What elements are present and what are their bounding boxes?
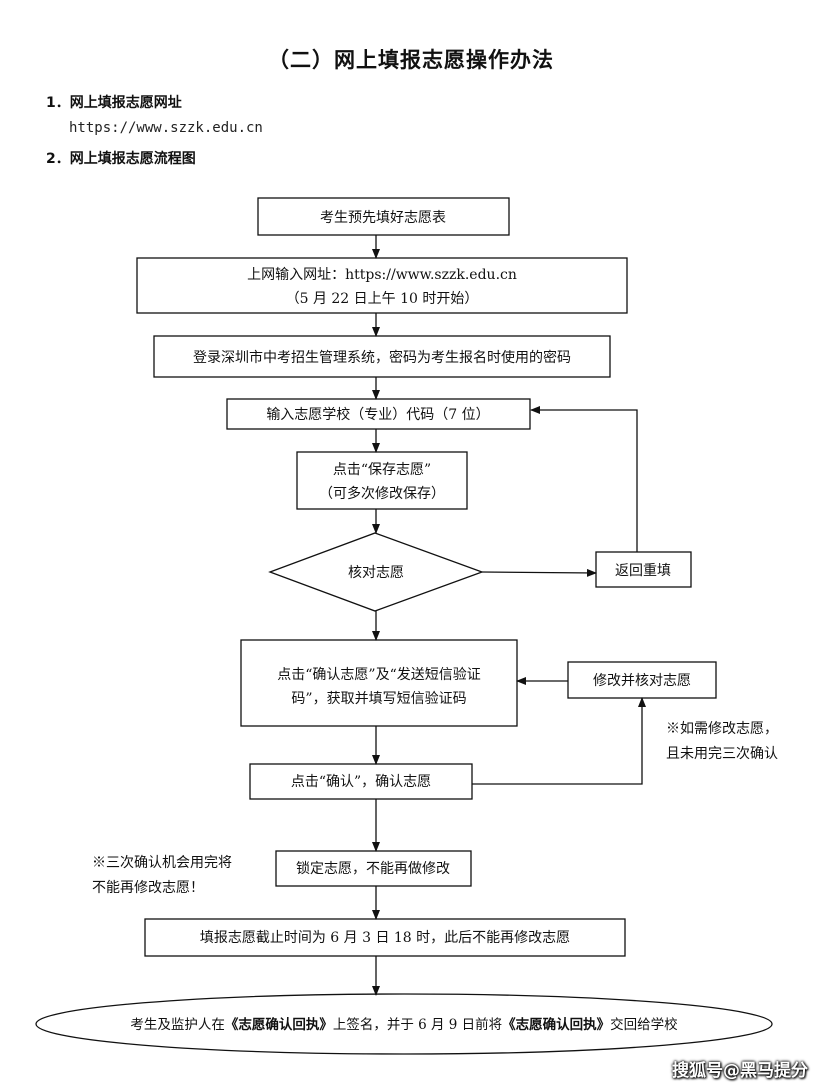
flow-step-save-box <box>296 451 468 510</box>
final-text-part1: 考生及监护人在 <box>130 1017 225 1033</box>
flow-step-login-label: 登录深圳市中考招生管理系统，密码为考生报名时使用的密码 <box>193 349 571 366</box>
flow-step-enter-url-box <box>136 257 628 314</box>
note-left-line2: 不能再修改志愿！ <box>92 880 204 896</box>
flow-step-deadline-box <box>144 918 626 957</box>
flow-step-login-box <box>153 335 611 378</box>
flow-final-ellipse <box>35 993 773 1055</box>
flow-decision-diamond <box>268 532 484 612</box>
final-text-part2: 上签名，并于 6 月 9 日前将 <box>333 1016 502 1033</box>
flow-modify-label: 修改并核对志愿 <box>593 673 691 689</box>
flow-step-prepare-label: 考生预先填好志愿表 <box>320 210 446 226</box>
final-text-bold1: 《志愿确认回执》 <box>225 1016 333 1033</box>
section-heading-url: 1．网上填报志愿网址 <box>46 95 182 111</box>
flow-step-save-label: 点击“保存志愿” <box>333 462 431 478</box>
watermark-logo: 搜狐号@黑马提分 <box>672 1061 808 1081</box>
flow-step-confirm-sms-line2: 码”，获取并填写短信验证码 <box>291 691 466 707</box>
flow-step-enter-url-label: 上网输入网址：https://www.szzk.edu.cn <box>247 267 517 283</box>
flow-step-lock-label: 锁定志愿，不能再做修改 <box>296 861 450 877</box>
flow-step-prepare-box <box>257 197 510 236</box>
flow-step-enter-code-label: 输入志愿学校（专业）代码（7 位） <box>266 406 489 423</box>
flow-step-deadline-label: 填报志愿截止时间为 6 月 3 日 18 时，此后不能再修改志愿 <box>200 930 570 946</box>
note-left-line1: ※三次确认机会用完将 <box>92 855 232 871</box>
flow-step-enter-url-time: （5 月 22 日上午 10 时开始） <box>286 291 479 307</box>
final-text-bold2: 《志愿确认回执》 <box>502 1016 610 1033</box>
note-right-line2: 且未用完三次确认 <box>666 746 778 762</box>
final-text-part3: 交回给学校 <box>610 1016 678 1033</box>
flow-decision-label: 核对志愿 <box>348 565 404 581</box>
note-right-line1: ※如需修改志愿， <box>666 721 778 737</box>
flow-step-confirm-sms-box <box>240 639 518 727</box>
flow-step-confirm-sms-line1: 点击“确认志愿”及“发送短信验证 <box>277 667 480 683</box>
page-title: （二）网上填报志愿操作办法 <box>268 48 554 72</box>
flow-step-save-note: （可多次修改保存） <box>319 485 445 502</box>
arrow-to-modify <box>472 697 646 785</box>
section-heading-flowchart: 2．网上填报志愿流程图 <box>46 151 196 167</box>
arrow-return-loop <box>530 406 638 552</box>
website-url[interactable]: https://www.szzk.edu.cn <box>69 120 263 136</box>
flow-final-label: 考生及监护人在《志愿确认回执》上签名，并于 6 月 9 日前将《志愿确认回执》交… <box>130 1016 678 1033</box>
flow-step-click-confirm-label: 点击“确认”，确认志愿 <box>291 774 431 790</box>
flow-return-label: 返回重填 <box>615 563 671 579</box>
arrow-to-return <box>481 568 597 577</box>
flow-step-click-confirm-box <box>249 763 473 800</box>
